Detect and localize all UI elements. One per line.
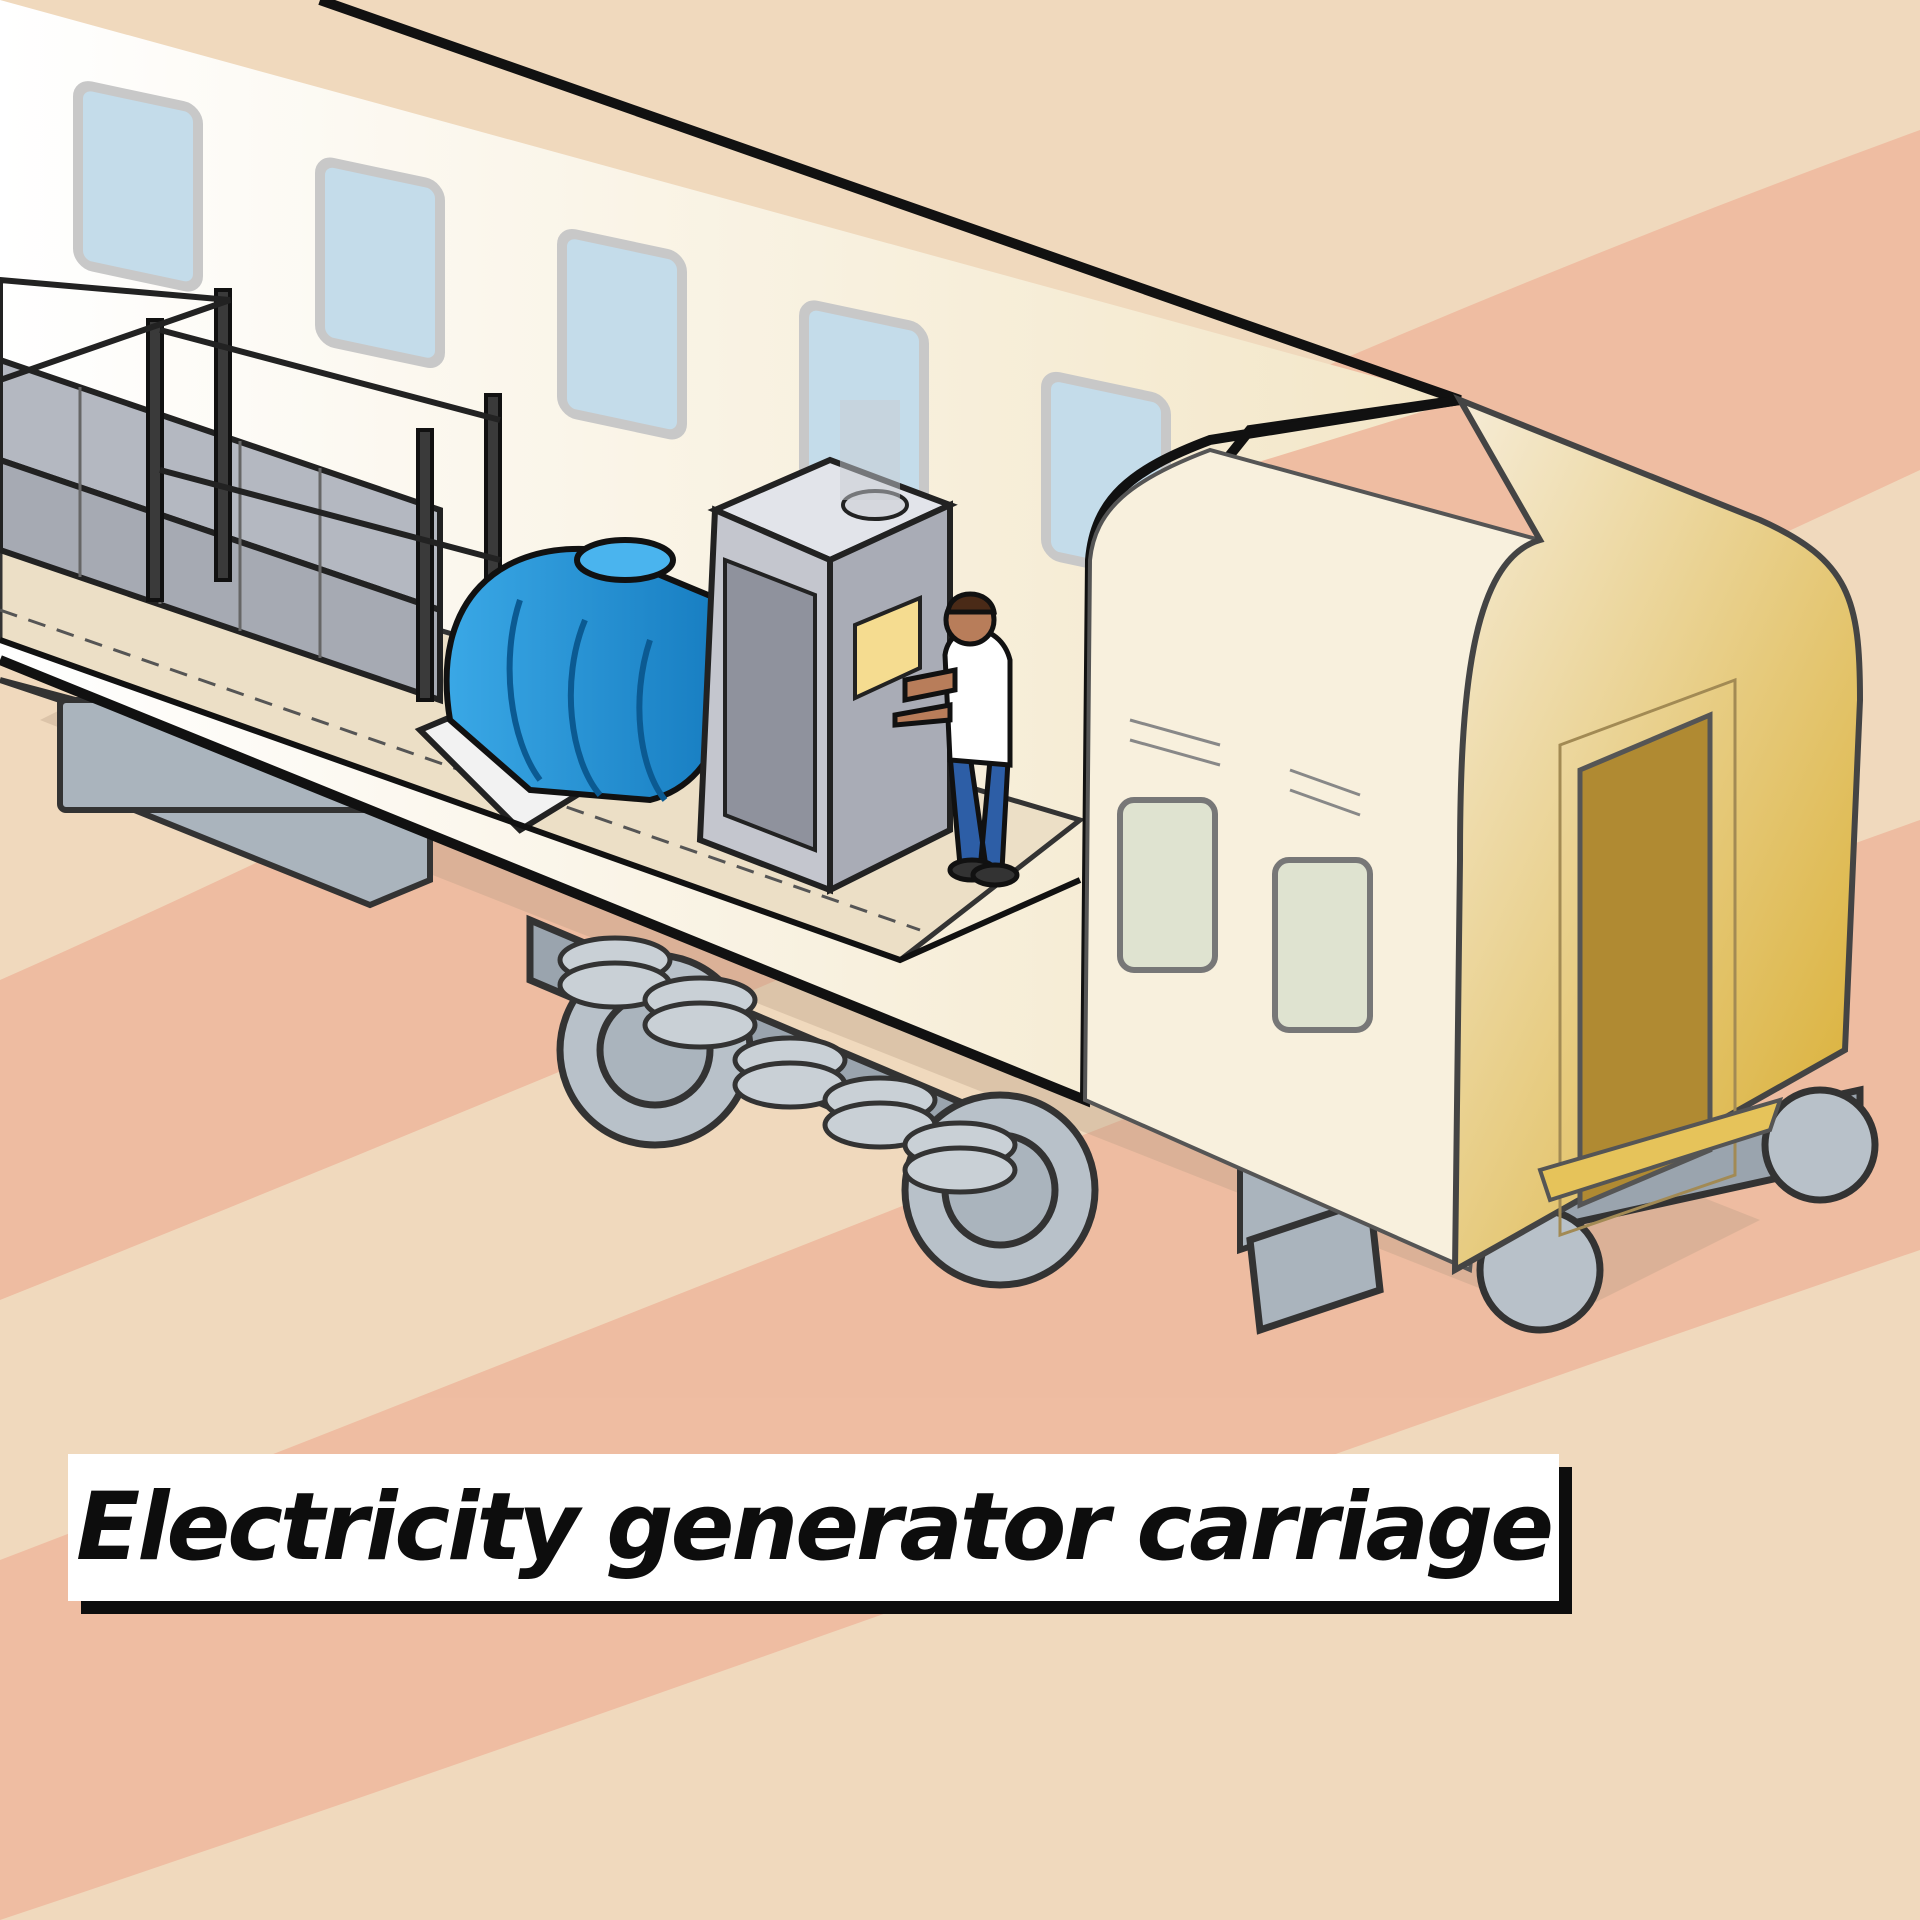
caption-title: Electricity generator carriage [76,1473,1554,1582]
caption-box: Electricity generator carriage [68,1454,1559,1601]
battery-rack-icon [0,276,502,705]
side-vents [1129,718,1361,817]
side-window [1117,797,1373,1033]
person-icon [892,591,1020,888]
control-cabinet-icon [696,400,958,895]
suspension-springs [557,935,1018,1195]
coupling-step [1537,1097,1784,1203]
floor-edge [0,637,1082,964]
end-door-frame [1558,677,1737,1238]
generator-icon [443,537,732,804]
